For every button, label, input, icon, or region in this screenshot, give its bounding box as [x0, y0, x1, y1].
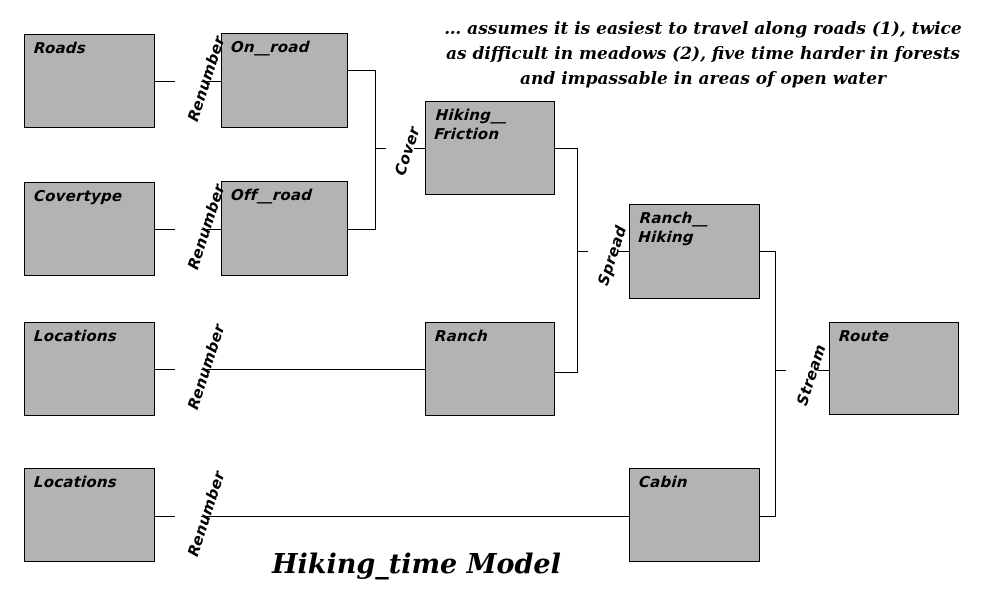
- edge-spread-to-ranch-hiking: [618, 251, 629, 252]
- edge-renumber-to-offroad: [201, 229, 221, 230]
- node-locations-cabin-label: Locations: [33, 473, 118, 491]
- model-annotation: … assumes it is easiest to travel along …: [444, 19, 962, 89]
- node-hiking-friction-label: Hiking__ Friction: [433, 106, 508, 143]
- node-ranch-hiking-label: Ranch__ Hiking: [637, 209, 709, 246]
- node-ranch[interactable]: Ranch: [425, 322, 555, 416]
- node-locations-ranch-label: Locations: [33, 327, 118, 345]
- edge-locations-cabin-to-renumber: [155, 516, 175, 517]
- op-label-spread: Spread: [594, 223, 631, 288]
- op-label-stream: Stream: [793, 341, 830, 408]
- diagram-title: Hiking_time Model: [272, 549, 561, 580]
- edge-hiking-friction-to-spread-bracket: [555, 148, 578, 149]
- node-roads[interactable]: Roads: [24, 34, 155, 128]
- node-covertype[interactable]: Covertype: [24, 182, 155, 276]
- node-hiking-friction[interactable]: Hiking__ Friction: [425, 101, 555, 195]
- edge-stream-bracket-stub: [775, 370, 786, 371]
- node-covertype-label: Covertype: [33, 187, 123, 205]
- node-route[interactable]: Route: [829, 322, 959, 415]
- node-cabin-label: Cabin: [638, 473, 689, 491]
- edge-renumber-to-cabin: [201, 516, 629, 517]
- node-ranch-label: Ranch: [434, 327, 489, 345]
- edge-cabin-to-stream-bracket: [760, 516, 776, 517]
- node-roads-label: Roads: [33, 39, 87, 57]
- edge-offroad-to-cover-bracket: [348, 229, 376, 230]
- edge-onroad-to-cover-bracket: [348, 70, 376, 71]
- edge-renumber-to-ranch: [201, 369, 425, 370]
- op-label-renumber-cabin: Renumber: [184, 468, 229, 559]
- edge-stream-to-route: [818, 370, 829, 371]
- node-locations-ranch[interactable]: Locations: [24, 322, 155, 416]
- node-on-road[interactable]: On__road: [221, 33, 348, 128]
- edge-renumber-to-onroad: [201, 81, 221, 82]
- node-cabin[interactable]: Cabin: [629, 468, 760, 562]
- node-ranch-hiking[interactable]: Ranch__ Hiking: [629, 204, 760, 299]
- node-off-road[interactable]: Off__road: [221, 181, 348, 276]
- node-on-road-label: On__road: [230, 38, 311, 56]
- node-route-label: Route: [838, 327, 890, 345]
- stream-bracket-vertical: [775, 251, 776, 517]
- edge-ranch-to-spread-bracket: [555, 372, 578, 373]
- op-label-cover: Cover: [391, 124, 424, 178]
- edge-cover-to-hiking-friction: [414, 148, 425, 149]
- edge-locations-ranch-to-renumber: [155, 369, 175, 370]
- edge-roads-to-renumber: [155, 81, 175, 82]
- node-off-road-label: Off__road: [230, 186, 313, 204]
- edge-ranch-hiking-to-stream-bracket: [760, 251, 776, 252]
- spread-bracket-vertical: [577, 148, 578, 373]
- op-label-renumber-ranch: Renumber: [184, 321, 229, 412]
- edge-covertype-to-renumber: [155, 229, 175, 230]
- cover-bracket-vertical: [375, 70, 376, 230]
- edge-spread-bracket-stub: [577, 251, 588, 252]
- node-locations-cabin[interactable]: Locations: [24, 468, 155, 562]
- edge-cover-bracket-stub: [375, 148, 386, 149]
